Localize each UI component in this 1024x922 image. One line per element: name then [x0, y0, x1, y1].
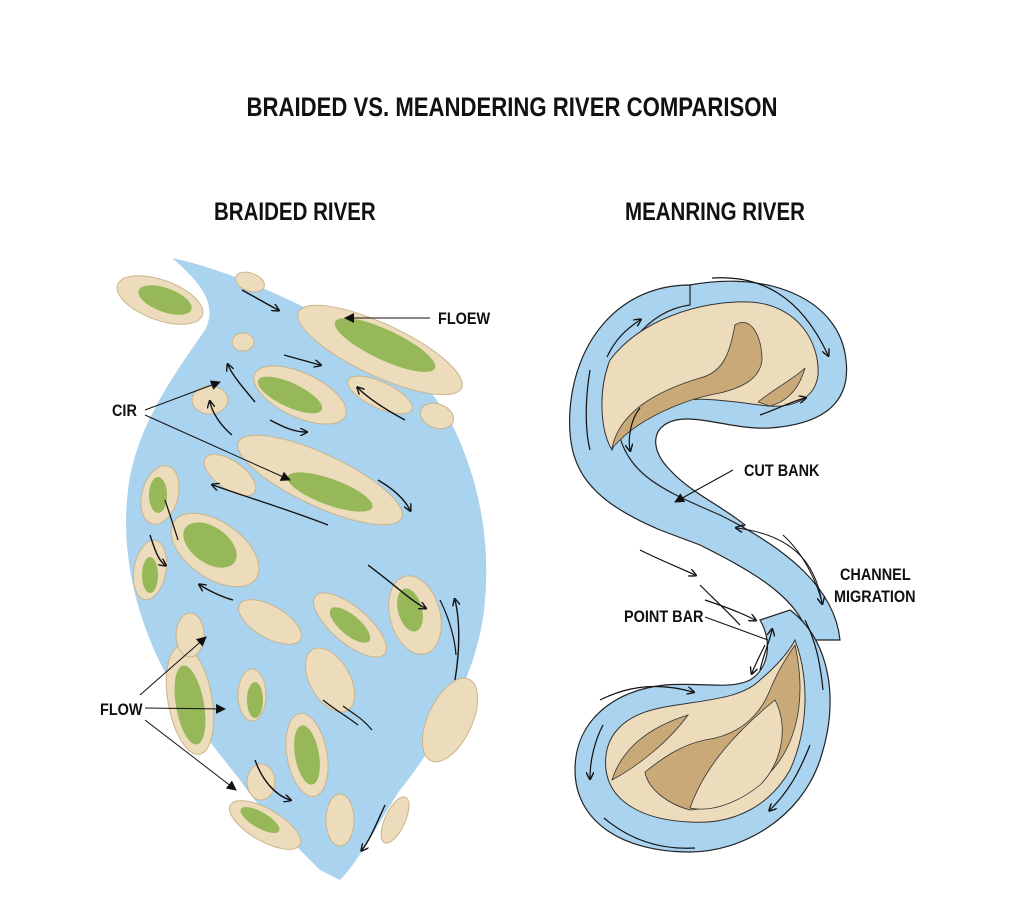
cut-bank-leader — [674, 469, 734, 503]
channel-migration-arrow-1 — [737, 528, 823, 604]
label-channel-migration-2: MIGRATION — [834, 587, 916, 606]
braided-river-heading: BRAIDED RIVER — [214, 198, 376, 226]
label-flow: FLOW — [100, 700, 143, 719]
cir-leader-2 — [144, 414, 291, 481]
label-channel-migration-1: CHANNEL — [840, 565, 911, 584]
label-point-bar: POINT BAR — [624, 607, 704, 626]
flow-leader-1 — [139, 636, 207, 696]
meandering-river-heading: MEANRING RIVER — [625, 198, 805, 226]
label-floew: FLOEW — [438, 309, 491, 328]
label-cut-bank: CUT BANK — [744, 461, 820, 480]
diagram-title: BRAIDED VS. MEANDERING RIVER COMPARISON — [246, 92, 778, 122]
channel-migration-arrow-2 — [782, 534, 822, 603]
braided-river-illustration — [116, 258, 487, 880]
meandering-river-illustration — [568, 277, 848, 853]
flow-leader-2 — [144, 703, 226, 714]
cir-leader-1 — [144, 380, 221, 411]
label-cir: CIR — [112, 401, 137, 420]
point-bar-leader — [704, 616, 769, 641]
flow-leader-3 — [144, 719, 237, 791]
